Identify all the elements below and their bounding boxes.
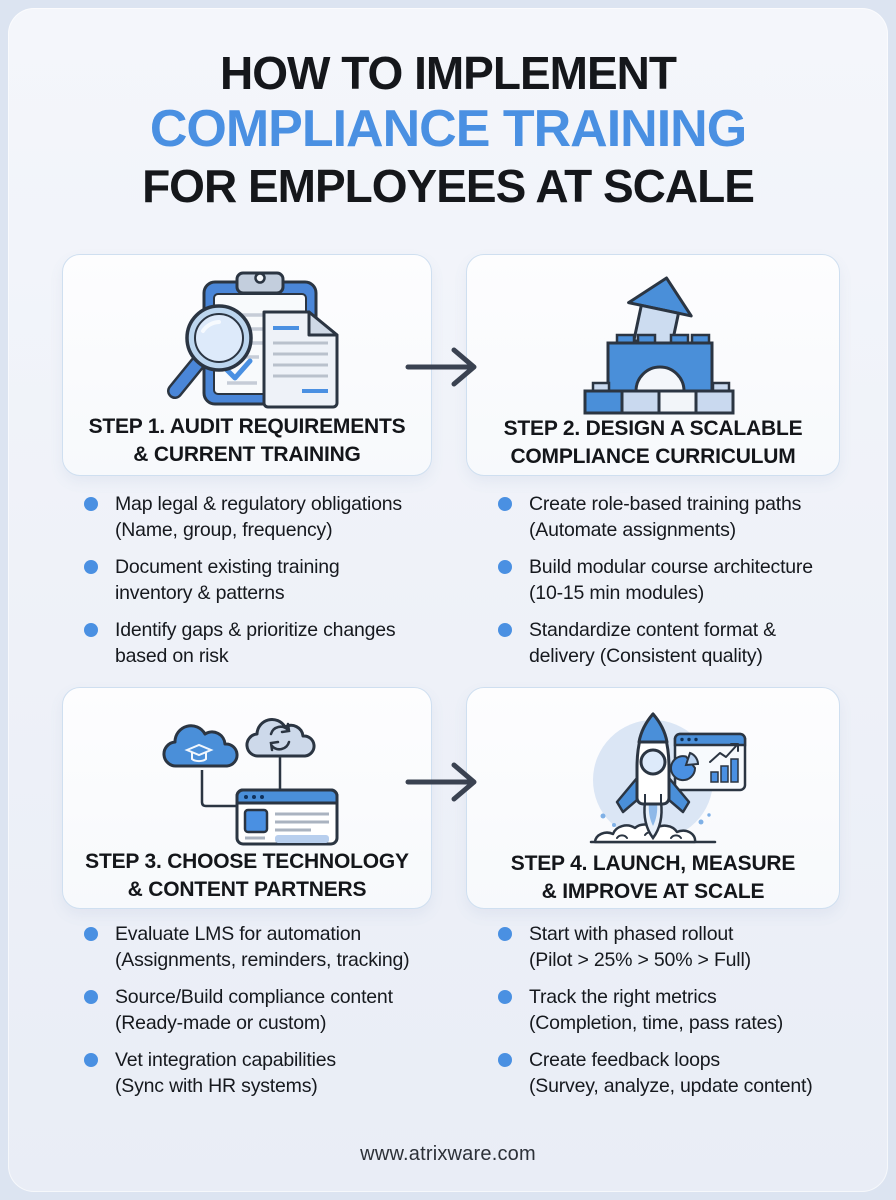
list-item: Create role-based training paths (Automa…	[498, 491, 858, 543]
bullet-text: (Completion, time, pass rates)	[529, 1012, 784, 1034]
step-4-card: STEP 4. LAUNCH, MEASURE & IMPROVE AT SCA…	[466, 687, 840, 909]
list-item: Source/Build compliance content (Ready-m…	[84, 984, 444, 1036]
bullet-text: (Pilot > 25% > 50% > Full)	[529, 949, 751, 971]
bullet-text: Start with phased rollout	[529, 923, 734, 945]
list-item: Evaluate LMS for automation (Assignments…	[84, 921, 444, 973]
step-3-card: STEP 3. CHOOSE TECHNOLOGY & CONTENT PART…	[62, 687, 432, 909]
title-line-1: HOW TO IMPLEMENT	[220, 47, 677, 99]
bullet-dot-icon	[498, 927, 512, 941]
bullet-text: inventory & patterns	[115, 582, 285, 604]
step-2-card: STEP 2. DESIGN A SCALABLE COMPLIANCE CUR…	[466, 254, 840, 476]
bullet-dot-icon	[498, 623, 512, 637]
title-line-3: FOR EMPLOYEES AT SCALE	[142, 160, 755, 212]
infographic-panel	[8, 8, 888, 1192]
bullet-text: (Ready-made or custom)	[115, 1012, 327, 1034]
bullet-dot-icon	[498, 990, 512, 1004]
title-line-2: COMPLIANCE TRAINING	[149, 100, 747, 158]
bullet-dot-icon	[498, 497, 512, 511]
bullet-dot-icon	[84, 623, 98, 637]
bullet-text: (10-15 min modules)	[529, 582, 705, 604]
list-item: Vet integration capabilities (Sync with …	[84, 1047, 444, 1099]
arrow-step1-to-step2-icon	[405, 347, 477, 387]
step-4-title-line-2: & IMPROVE AT SCALE	[541, 880, 765, 903]
list-item: Start with phased rollout (Pilot > 25% >…	[498, 921, 858, 973]
list-item: Standardize content format & delivery (C…	[498, 617, 858, 669]
bullet-dot-icon	[84, 560, 98, 574]
bullet-dot-icon	[84, 1053, 98, 1067]
bullet-text: Source/Build compliance content	[115, 986, 393, 1008]
bullet-dot-icon	[84, 497, 98, 511]
page-title: HOW TO IMPLEMENT COMPLIANCE TRAINING FOR…	[0, 46, 896, 213]
bullet-text: Create feedback loops	[529, 1049, 720, 1071]
step-1-card: STEP 1. AUDIT REQUIREMENTS & CURRENT TRA…	[62, 254, 432, 476]
list-item: Track the right metrics (Completion, tim…	[498, 984, 858, 1036]
list-item: Identify gaps & prioritize changes based…	[84, 617, 444, 669]
bullet-text: Standardize content format &	[529, 619, 776, 641]
step-2-title: STEP 2. DESIGN A SCALABLE COMPLIANCE CUR…	[504, 415, 803, 485]
bullet-dot-icon	[498, 560, 512, 574]
bullet-text: (Survey, analyze, update content)	[529, 1075, 813, 1097]
bullet-text: Create role-based training paths	[529, 493, 802, 515]
bullet-text: based on risk	[115, 645, 229, 667]
bullet-text: Map legal & regulatory obligations	[115, 493, 402, 515]
step-2-title-line-1: STEP 2. DESIGN A SCALABLE	[503, 417, 803, 440]
step-4-title: STEP 4. LAUNCH, MEASURE & IMPROVE AT SCA…	[510, 850, 796, 920]
step-3-title: STEP 3. CHOOSE TECHNOLOGY & CONTENT PART…	[85, 848, 409, 918]
bullet-text: (Assignments, reminders, tracking)	[115, 949, 410, 971]
list-item: Document existing training inventory & p…	[84, 554, 444, 606]
bullet-text: (Sync with HR systems)	[115, 1075, 318, 1097]
website-url: www.atrixware.com	[360, 1143, 536, 1165]
step-3-title-line-2: & CONTENT PARTNERS	[127, 878, 367, 901]
list-item: Map legal & regulatory obligations (Name…	[84, 491, 444, 543]
list-item: Build modular course architecture (10-15…	[498, 554, 858, 606]
bullet-text: delivery (Consistent quality)	[529, 645, 763, 667]
bullet-text: (Name, group, frequency)	[115, 519, 333, 541]
step-1-bullet-list: Map legal & regulatory obligations (Name…	[84, 491, 444, 680]
bullet-dot-icon	[498, 1053, 512, 1067]
building-blocks-icon	[553, 265, 753, 415]
bullet-text: Identify gaps & prioritize changes	[115, 619, 396, 641]
step-4-title-line-1: STEP 4. LAUNCH, MEASURE	[510, 852, 796, 875]
step-2-title-line-2: COMPLIANCE CURRICULUM	[510, 445, 796, 468]
bullet-text: (Automate assignments)	[529, 519, 736, 541]
bullet-text: Vet integration capabilities	[115, 1049, 336, 1071]
bullet-text: Document existing training	[115, 556, 340, 578]
bullet-dot-icon	[84, 927, 98, 941]
step-4-bullet-list: Start with phased rollout (Pilot > 25% >…	[498, 921, 858, 1110]
rocket-launch-analytics-icon	[553, 698, 753, 850]
bullet-dot-icon	[84, 990, 98, 1004]
step-2-bullet-list: Create role-based training paths (Automa…	[498, 491, 858, 680]
list-item: Create feedback loops (Survey, analyze, …	[498, 1047, 858, 1099]
bullet-text: Build modular course architecture	[529, 556, 813, 578]
step-1-title: STEP 1. AUDIT REQUIREMENTS & CURRENT TRA…	[89, 413, 406, 483]
bullet-text: Evaluate LMS for automation	[115, 923, 362, 945]
step-3-title-line-1: STEP 3. CHOOSE TECHNOLOGY	[85, 850, 409, 873]
audit-magnifier-clipboard-icon	[147, 265, 347, 413]
arrow-step3-to-step4-icon	[405, 762, 477, 802]
step-1-title-line-2: & CURRENT TRAINING	[133, 443, 361, 466]
step-1-title-line-1: STEP 1. AUDIT REQUIREMENTS	[88, 415, 406, 438]
step-3-bullet-list: Evaluate LMS for automation (Assignments…	[84, 921, 444, 1110]
cloud-sync-browser-icon	[147, 698, 347, 848]
bullet-text: Track the right metrics	[529, 986, 717, 1008]
